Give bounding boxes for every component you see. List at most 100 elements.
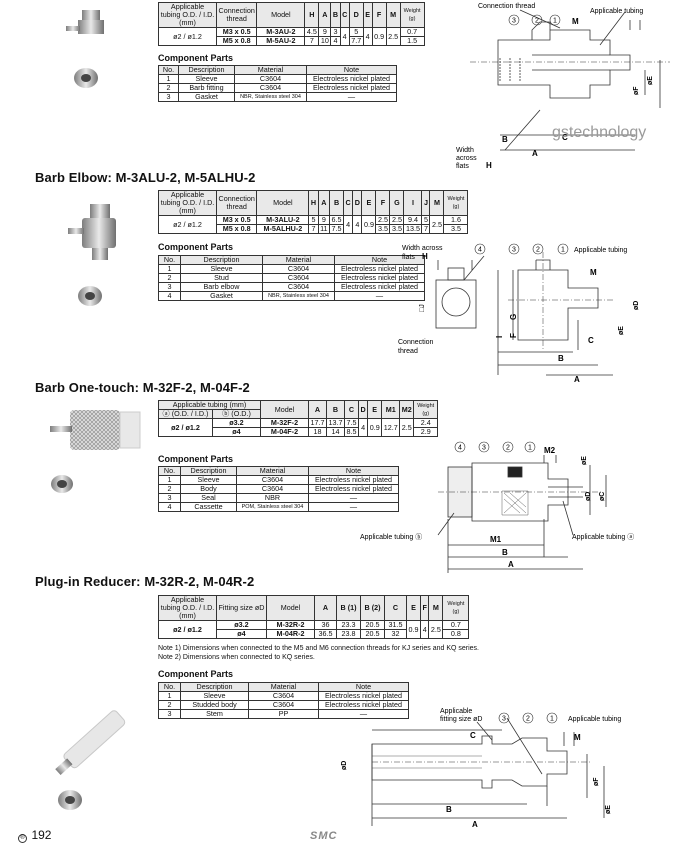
cell: 7: [308, 224, 319, 234]
cell: ø2 / ø1.2: [158, 620, 217, 639]
cell: NBR: [236, 493, 309, 503]
label-e: øE: [647, 76, 654, 85]
label-m1: M1: [490, 535, 502, 544]
cell: ø2 / ø1.2: [158, 215, 217, 234]
label-h: H: [422, 252, 428, 261]
label-width-across: Width across: [402, 245, 443, 252]
cell: 13.5: [403, 224, 423, 234]
brand-logo-text: SMC: [310, 830, 338, 842]
th-e: E: [362, 2, 373, 28]
svg-text:1: 1: [561, 247, 565, 254]
cell: 18: [308, 427, 327, 437]
label-tubing: Applicable tubing: [590, 8, 643, 15]
callout-2: [522, 712, 534, 724]
label-tubing: Applicable tubing: [568, 716, 621, 723]
svg-text:1: 1: [528, 445, 532, 452]
svg-text:2: 2: [526, 716, 530, 723]
plug-in-reducer-photo: [55, 710, 126, 810]
cell: Gasket: [178, 92, 235, 102]
label-a: A: [508, 560, 514, 569]
callout-3: [508, 243, 520, 255]
cell: 2.5: [385, 27, 401, 46]
cell: M-04R-2: [266, 629, 315, 639]
label-e: øE: [618, 326, 625, 335]
th-e: E: [367, 400, 383, 419]
label-m: M: [572, 17, 579, 26]
cell: 0.9: [367, 418, 383, 437]
watermark: gstechnology: [552, 124, 647, 141]
th-tube: Applicable tubing O.D. / I.D. (mm): [158, 595, 217, 621]
section-title-plug-in-reducer: Plug-in Reducer: M-32R-2, M-04R-2: [35, 574, 255, 589]
cell: ø2 / ø1.2: [158, 418, 213, 437]
component-parts-title: Component Parts: [158, 53, 234, 63]
cell: C3604: [234, 83, 307, 93]
cell: 3: [158, 709, 181, 719]
component-parts-title: Component Parts: [158, 242, 234, 252]
th-a: A: [308, 400, 327, 419]
cell: POM, Stainless steel 304: [236, 502, 309, 512]
cell: M5 x 0.8: [215, 36, 258, 46]
th-tube: Applicable tubing O.D. / I.D. (mm): [158, 190, 217, 216]
th-m: M: [428, 595, 444, 621]
label-c: øC: [599, 492, 606, 501]
cell: NBR, Stainless steel 304: [262, 291, 335, 301]
barb-one-touch-photo: [50, 410, 141, 493]
th-b2: B (2): [360, 595, 385, 621]
cell: 20.5: [360, 629, 385, 639]
label-tubing-b: Applicable tubing ⓑ: [360, 533, 422, 541]
cell: 4: [352, 215, 363, 234]
svg-text:2: 2: [506, 445, 510, 452]
label-f: F: [509, 333, 518, 338]
th-f: F: [375, 190, 391, 216]
label-b: B: [558, 354, 564, 363]
label-h: H: [486, 161, 492, 170]
cell: —: [318, 709, 409, 719]
th-b1: B (1): [336, 595, 361, 621]
cell: 0.9: [371, 27, 387, 46]
cell: 4: [158, 291, 181, 301]
cell: Stem: [180, 709, 249, 719]
cell: 3: [158, 92, 179, 102]
label-a: A: [472, 820, 478, 829]
cell: —: [334, 291, 425, 301]
cell: 7.5: [329, 224, 345, 234]
callout-2: [532, 243, 544, 255]
callout-2: [502, 441, 514, 453]
plug-in-reducer-diagram: Applicable fitting size øD 3 2 1 Applica…: [341, 708, 621, 829]
callout-2: [531, 14, 543, 26]
svg-text:2: 2: [536, 247, 540, 254]
th-j: J: [421, 190, 431, 216]
th-m: M: [385, 2, 401, 28]
component-parts-title: Component Parts: [158, 454, 234, 464]
th-m: M: [429, 190, 445, 216]
label-connection: Connection: [398, 339, 434, 346]
label-tubing: Applicable tubing: [574, 247, 627, 254]
th-f: F: [371, 2, 387, 28]
cell: Cassette: [180, 502, 237, 512]
th-weight: Weight (g): [442, 595, 470, 621]
note-1: Note 1) Dimensions when connected to the…: [158, 645, 480, 652]
label-j: □J: [419, 304, 426, 312]
th-e: E: [361, 190, 377, 216]
label-m2: M2: [544, 446, 556, 455]
cell: 14: [326, 427, 345, 437]
th-h: H: [304, 2, 320, 28]
svg-text:1: 1: [550, 716, 554, 723]
cell: M-5AU-2: [256, 36, 306, 46]
spec-table-barb: Applicable tubing O.D. / I.D. (mm) Conne…: [158, 2, 425, 46]
th-weight: Weight (g): [399, 2, 425, 28]
cell: 3.5: [389, 224, 405, 234]
label-b: B: [502, 548, 508, 557]
th-tube: Applicable tubing O.D. / I.D. (mm): [158, 2, 217, 28]
cell: 4: [158, 502, 181, 512]
callout-4: [454, 441, 466, 453]
th-i: I: [403, 190, 423, 216]
cell: 11: [317, 224, 331, 234]
th-f: F: [419, 595, 430, 621]
cell: M-04F-2: [260, 427, 309, 437]
barb-fitting-photo: [66, 10, 104, 88]
cell: 4: [419, 620, 430, 639]
svg-text:3: 3: [502, 716, 506, 723]
cell: 12.7: [381, 418, 401, 437]
section-title-barb-one-touch: Barb One-touch: M-32F-2, M-04F-2: [35, 380, 250, 395]
